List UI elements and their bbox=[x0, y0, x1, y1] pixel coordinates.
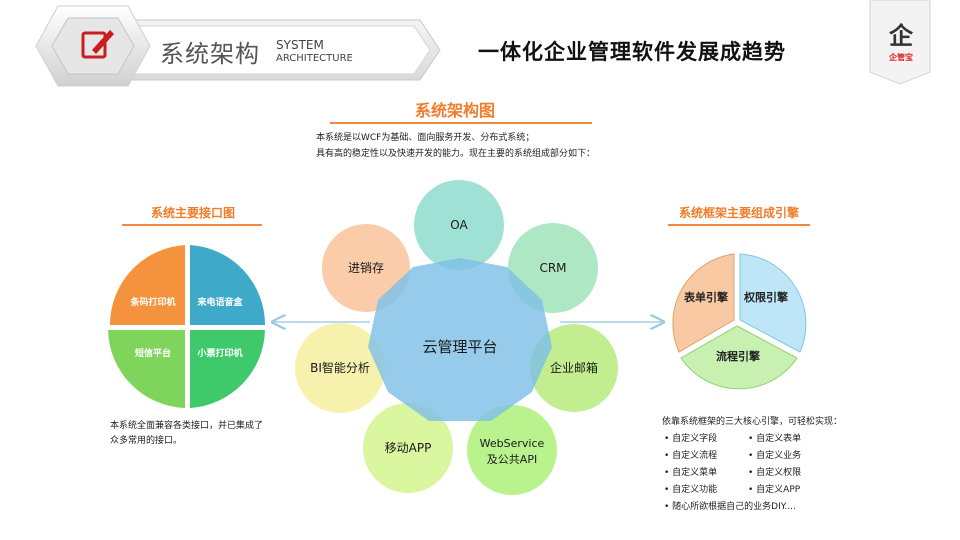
engine-label: 流程引擎 bbox=[716, 349, 760, 363]
hub-label: 云管理平台 bbox=[422, 338, 497, 356]
module-label-2: 及公共API bbox=[487, 453, 537, 466]
quadrant-label: 小票打印机 bbox=[196, 347, 242, 359]
interface-quadrant-barcode-printer: 条码打印机 bbox=[109, 245, 185, 325]
module-bi-analysis: BI智能分析 bbox=[295, 323, 385, 413]
cloud-platform-hub bbox=[368, 258, 552, 421]
feature-item: • 自定义功能 bbox=[664, 485, 718, 495]
module-label: 进销存 bbox=[348, 261, 384, 275]
module-oa: OA bbox=[414, 180, 504, 270]
center-diagram-title: 系统架构图 bbox=[414, 101, 495, 120]
module-label: 移动APP bbox=[385, 441, 432, 455]
quadrant-label: 条码打印机 bbox=[129, 296, 175, 308]
module-label: BI智能分析 bbox=[310, 360, 370, 375]
module-enterprise-mail: 企业邮箱 bbox=[530, 324, 618, 412]
engine-label: 权限引擎 bbox=[743, 290, 788, 304]
section-subtitle-en-2: ARCHITECTURE bbox=[276, 53, 353, 64]
module-circle bbox=[363, 403, 453, 493]
engine-title-underline bbox=[668, 224, 810, 226]
interface-quadrant-voice-box: 来电语音盒 bbox=[190, 245, 266, 325]
interface-quadrant-receipt-printer: 小票打印机 bbox=[190, 330, 265, 408]
intro-line-1: 本系统是以WCF为基础、面向服务开发、分布式系统； bbox=[316, 133, 535, 143]
engine-form: 表单引擎 bbox=[672, 253, 735, 353]
brand-logo: 企 bbox=[889, 22, 913, 50]
feature-item: • 自定义字段 bbox=[664, 434, 718, 444]
engine-permission: 权限引擎 bbox=[739, 253, 807, 353]
module-mobile-app: 移动APP bbox=[363, 403, 453, 493]
section-subtitle-en: SYSTEM bbox=[276, 38, 324, 52]
quadrant-label: 短信平台 bbox=[135, 347, 171, 359]
engine-diagram-title: 系统框架主要组成引擎 bbox=[678, 206, 799, 220]
engine-note-head: 依靠系统框架的三大核心引擎，可轻松实现： bbox=[662, 417, 843, 427]
module-circle bbox=[467, 405, 557, 495]
module-webservice-api: WebService 及公共API bbox=[467, 405, 557, 495]
center-title-underline bbox=[330, 122, 592, 124]
module-circle bbox=[414, 180, 504, 270]
quadrant-label: 来电语音盒 bbox=[196, 296, 243, 308]
brand-name: 企管宝 bbox=[889, 53, 913, 62]
interface-diagram-title: 系统主要接口图 bbox=[150, 206, 235, 220]
interface-title-underline bbox=[122, 224, 262, 226]
module-label: CRM bbox=[539, 261, 566, 275]
feature-item: • 自定义流程 bbox=[664, 451, 718, 461]
module-circle bbox=[530, 324, 618, 412]
feature-item: • 自定义业务 bbox=[748, 451, 802, 461]
module-label: WebService bbox=[480, 437, 545, 450]
interface-quadrant-sms-platform: 短信平台 bbox=[108, 330, 185, 408]
feature-item: • 自定义表单 bbox=[748, 434, 802, 444]
page-title: 一体化企业管理软件发展成趋势 bbox=[478, 40, 786, 64]
module-label: 企业邮箱 bbox=[550, 360, 598, 375]
feature-item: • 自定义APP bbox=[748, 485, 801, 495]
module-inventory: 进销存 bbox=[322, 224, 410, 312]
module-circle bbox=[295, 323, 385, 413]
engine-workflow: 流程引擎 bbox=[680, 325, 798, 390]
interface-note-2: 众多常用的接口。 bbox=[110, 436, 183, 446]
section-title: 系统架构 bbox=[160, 40, 260, 68]
engine-label: 表单引擎 bbox=[683, 290, 728, 304]
interface-note-1: 本系统全面兼容各类接口，并已集成了 bbox=[110, 421, 264, 431]
module-circle bbox=[322, 224, 410, 312]
feature-item: • 自定义权限 bbox=[748, 468, 802, 478]
feature-item-last: • 随心所欲根据自己的业务DIY.... bbox=[664, 502, 796, 512]
module-label: OA bbox=[450, 218, 468, 232]
feature-item: • 自定义菜单 bbox=[664, 468, 718, 478]
intro-line-2: 具有高的稳定性以及快速开发的能力。现在主要的系统组成部分如下： bbox=[316, 149, 596, 159]
